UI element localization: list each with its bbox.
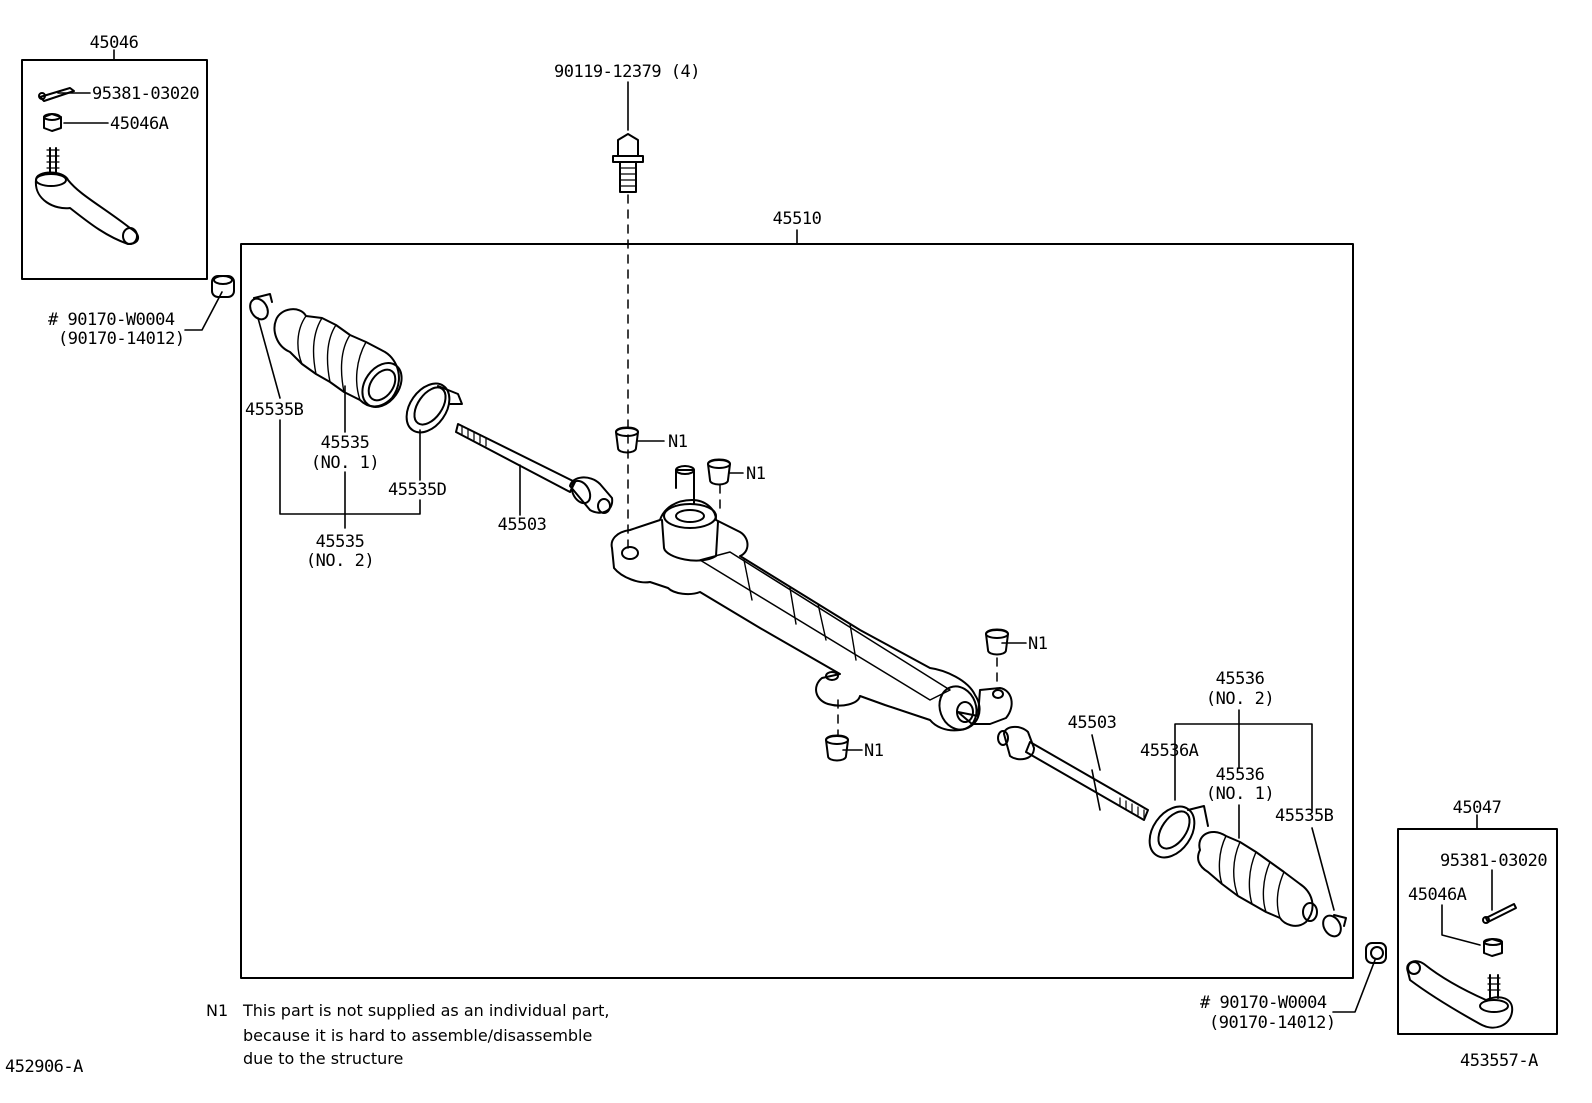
label-cotter-pin-right: 95381-03020 (1440, 851, 1548, 871)
tie-rod-left (455, 423, 614, 514)
nut-left (211, 275, 235, 298)
bushings (615, 426, 1009, 762)
bolt-part (612, 133, 644, 193)
label-nut-outer-right-a: # 90170-W0004 (1200, 993, 1327, 1013)
label-clamp-right: 45536A (1140, 741, 1199, 761)
label-n1-d: N1 (864, 741, 884, 761)
boot-left-group (249, 293, 463, 434)
footnote-line-2: because it is hard to assemble/disassemb… (243, 1026, 593, 1045)
label-nut-left: 45046A (110, 114, 169, 134)
footnote-line-3: due to the structure (243, 1049, 404, 1068)
dashed-guides (627, 194, 998, 736)
label-nut-outer-left-b: (90170-14012) (58, 329, 185, 349)
label-boot-kit-right-a: 45536 (1215, 669, 1265, 689)
kit-right-parts (1406, 903, 1517, 1029)
assembly-frame (240, 243, 1354, 979)
label-cotter-pin-left: 95381-03020 (92, 84, 200, 104)
rack-housing (610, 465, 1013, 732)
label-n1-b: N1 (746, 464, 766, 484)
label-nut-outer-left-a: # 90170-W0004 (48, 310, 175, 330)
label-boot-left-a: 45535 (320, 433, 370, 453)
footnote-mark: N1 (206, 1001, 229, 1020)
label-tie-rod-left: 45503 (497, 515, 547, 535)
label-bolt: 90119-12379 (4) (553, 62, 701, 82)
boot-right-group (1148, 805, 1347, 938)
label-boot-kit-right-b: (NO. 2) (1205, 689, 1275, 709)
label-boot-left-b: (NO. 1) (310, 453, 380, 473)
label-n1-a: N1 (668, 432, 688, 452)
label-boot-right-b: (NO. 1) (1205, 784, 1275, 804)
label-clip-right: 45535B (1275, 806, 1334, 826)
nut-right (1365, 942, 1387, 964)
drawing-code-left: 452906-A (5, 1057, 83, 1077)
label-boot-right-a: 45536 (1215, 765, 1265, 785)
label-kit-right: 45047 (1452, 798, 1502, 818)
drawing-code-right: 453557-A (1460, 1051, 1538, 1071)
label-tie-rod-right: 45503 (1067, 713, 1117, 733)
label-boot-kit-left-b: (NO. 2) (305, 551, 375, 571)
label-assembly: 45510 (772, 209, 822, 229)
label-kit-left: 45046 (89, 33, 139, 53)
label-clamp-left: 45535D (388, 480, 447, 500)
label-nut-outer-right-b: (90170-14012) (1209, 1013, 1336, 1033)
tie-rod-right (997, 726, 1149, 821)
label-nut-right: 45046A (1408, 885, 1467, 905)
leader-lines (57, 49, 1493, 1013)
kit-left-parts (34, 87, 139, 245)
footnote-line-1: This part is not supplied as an individu… (243, 1001, 610, 1020)
label-n1-c: N1 (1028, 634, 1048, 654)
label-clip-left: 45535B (245, 400, 304, 420)
label-boot-kit-left-a: 45535 (315, 532, 365, 552)
